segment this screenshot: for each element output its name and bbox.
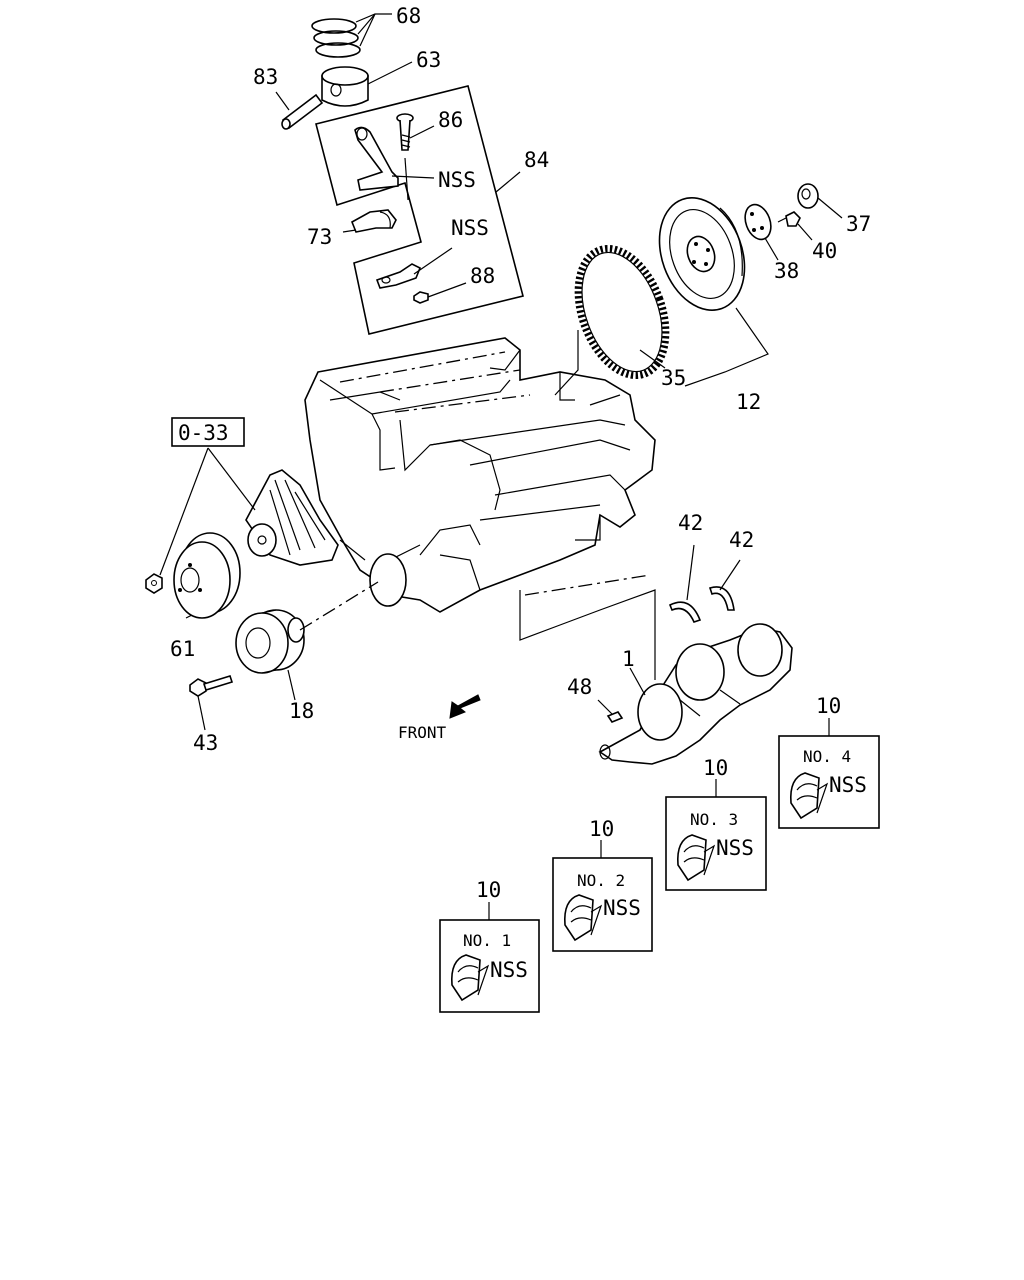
callout-18: 18 xyxy=(289,699,314,723)
pilot-bearing xyxy=(797,183,819,209)
callout-68: 68 xyxy=(396,4,421,28)
connecting-rod-kit-frame xyxy=(315,85,524,335)
bearing-nss-3: NSS xyxy=(716,836,754,860)
callout-40: 40 xyxy=(812,239,837,263)
key xyxy=(606,711,624,723)
flywheel-bolt xyxy=(777,211,801,227)
callout-10-box3: 10 xyxy=(703,756,728,780)
crankshaft-pulley xyxy=(235,609,305,674)
callout-1: 1 xyxy=(622,647,635,671)
engine-block xyxy=(304,337,656,613)
thrust-washers xyxy=(668,586,735,623)
bearing-title-3: NO. 3 xyxy=(690,810,738,829)
arrow-down-left-icon xyxy=(449,694,481,719)
water-pump-pulley xyxy=(173,532,241,619)
callout-37: 37 xyxy=(846,212,871,236)
piston-rings xyxy=(311,18,361,58)
label-front: FRONT xyxy=(398,723,447,742)
flywheel xyxy=(658,197,746,311)
callout-48: 48 xyxy=(567,675,592,699)
bearing-nss-1: NSS xyxy=(490,958,528,982)
callout-83: 83 xyxy=(253,65,278,89)
callout-42-left: 42 xyxy=(678,511,703,535)
bearing-title-4: NO. 4 xyxy=(803,747,851,766)
callout-84: 84 xyxy=(524,148,549,172)
callout-10-box2: 10 xyxy=(589,817,614,841)
water-pump xyxy=(245,469,339,566)
bearing-box-4 xyxy=(778,718,880,829)
bearing-box-2 xyxy=(552,840,653,952)
callout-10-box4: 10 xyxy=(816,694,841,718)
connecting-rod xyxy=(354,126,399,191)
bearing-title-2: NO. 2 xyxy=(577,871,625,890)
flywheel-plate xyxy=(744,203,772,241)
callout-73: 73 xyxy=(307,225,332,249)
bearing-box-3 xyxy=(665,779,767,891)
bearing-title-1: NO. 1 xyxy=(463,931,511,950)
bearing-nss-4: NSS xyxy=(829,773,867,797)
pulley-bolt xyxy=(189,675,234,697)
callout-10-box1: 10 xyxy=(476,878,501,902)
ring-gear xyxy=(574,244,670,380)
callout-86: 86 xyxy=(438,108,463,132)
piston xyxy=(321,66,369,107)
callout-35: 35 xyxy=(661,366,686,390)
piston-pin xyxy=(281,93,324,130)
label-nss-cap: NSS xyxy=(451,216,489,240)
callout-61: 61 xyxy=(170,637,195,661)
bearing-nss-2: NSS xyxy=(603,896,641,920)
callout-63: 63 xyxy=(416,48,441,72)
rod-bolt xyxy=(396,113,414,151)
callout-42-right: 42 xyxy=(729,528,754,552)
callout-12: 12 xyxy=(736,390,761,414)
callout-43: 43 xyxy=(193,731,218,755)
bearing-box-1 xyxy=(439,902,540,1013)
crankshaft xyxy=(598,623,793,765)
callout-38: 38 xyxy=(774,259,799,283)
rod-nut xyxy=(413,291,429,304)
callout-88: 88 xyxy=(470,264,495,288)
callout-0-33: 0-33 xyxy=(178,421,229,445)
pump-nut xyxy=(145,573,163,594)
rod-bearing xyxy=(350,209,397,233)
rod-cap xyxy=(375,263,422,289)
label-nss-rod: NSS xyxy=(438,168,476,192)
